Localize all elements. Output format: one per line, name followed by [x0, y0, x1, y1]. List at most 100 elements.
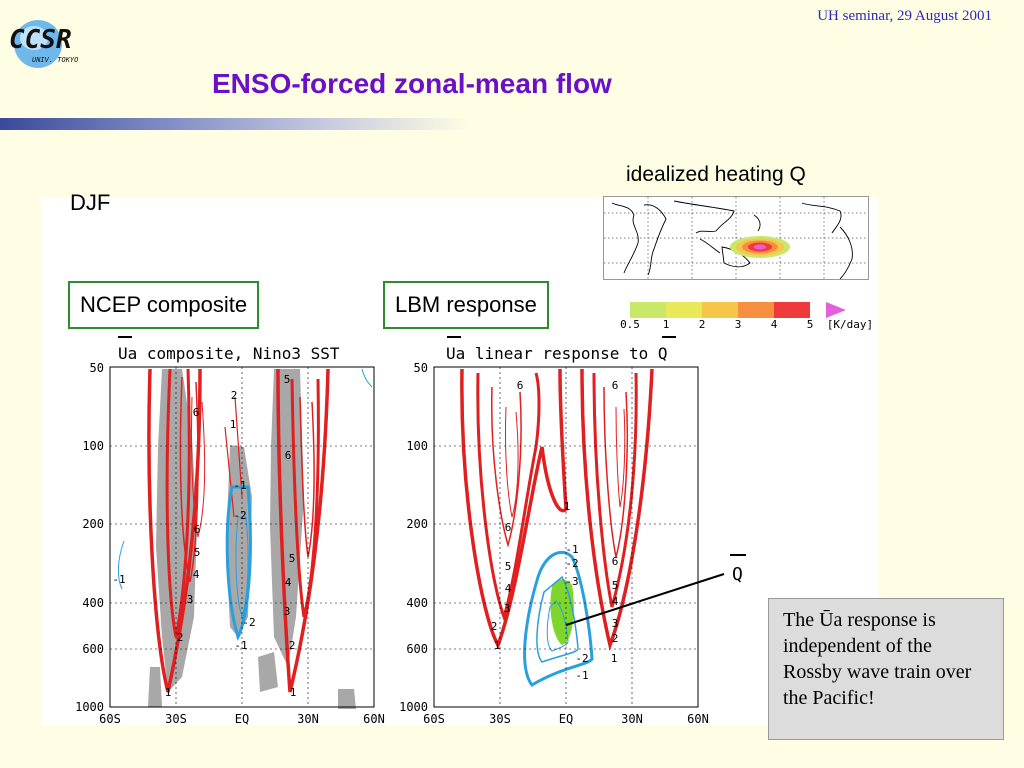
contour-label: 1 — [290, 686, 297, 699]
ccsr-logo: CCSR UNIV. TOKYO — [6, 10, 88, 70]
contour-label: -2 — [233, 509, 246, 522]
season-label: DJF — [70, 190, 111, 215]
svg-text:UNIV. TOKYO: UNIV. TOKYO — [32, 56, 78, 64]
header-note: UH seminar, 29 August 2001 — [817, 8, 992, 24]
contour-label: 5 — [284, 373, 291, 386]
contour-label: 1 — [165, 686, 172, 699]
colorbar-tick: 0.5 — [620, 318, 640, 331]
right-panel: Ua linear response to Q — [399, 336, 746, 726]
contour-label: 1 — [564, 500, 571, 513]
right-xtick: 60N — [687, 712, 709, 725]
contour-label: 5 — [194, 546, 201, 559]
left-xtick: 30S — [165, 712, 187, 725]
contour-label: -1 — [234, 639, 247, 652]
colorbar-unit: [K/day] — [827, 318, 873, 331]
right-xtick: 30N — [621, 712, 643, 725]
colorbar-tick: 5 — [807, 318, 814, 331]
contour-figure: Ua composite, Nino3 SST pressure — [18, 336, 746, 726]
right-ytick: 100 — [406, 439, 428, 453]
colorbar-tick: 2 — [699, 318, 706, 331]
colorbar-tick: 4 — [771, 318, 778, 331]
contour-label: -2 — [575, 652, 588, 665]
contour-label: 6 — [505, 521, 512, 534]
contour-label: 6 — [193, 406, 200, 419]
q-label: Q — [732, 564, 743, 585]
contour-label: 4 — [505, 582, 512, 595]
contour-label: 2 — [289, 639, 296, 652]
contour-label: -2 — [242, 616, 255, 629]
left-xtick: 60N — [363, 712, 385, 725]
contour-label: 5 — [289, 552, 296, 565]
right-ytick: 600 — [406, 642, 428, 656]
contour-label: 6 — [194, 523, 201, 536]
q-pointer-line — [565, 573, 725, 626]
left-ytick: 1000 — [75, 700, 104, 714]
right-ytick: 400 — [406, 596, 428, 610]
contour-label: 5 — [612, 579, 619, 592]
contour-label: 5 — [505, 560, 512, 573]
contour-label: -1 — [565, 543, 578, 556]
left-xtick: 30N — [297, 712, 319, 725]
right-ytick: 1000 — [399, 700, 428, 714]
left-xtick: 60S — [99, 712, 121, 725]
heating-map-title: idealized heating Q — [626, 163, 806, 186]
left-negative-contours — [117, 368, 373, 642]
contour-label: 4 — [285, 576, 292, 589]
right-xtick: EQ — [559, 712, 573, 725]
contour-label: 4 — [193, 568, 200, 581]
colorbar-tick: 3 — [735, 318, 742, 331]
contour-label: -3 — [565, 575, 578, 588]
contour-label: 2 — [177, 631, 184, 644]
contour-label: 3 — [187, 593, 194, 606]
right-panel-title: Ua linear response to Q — [446, 344, 668, 363]
colorbar-segment — [630, 302, 666, 318]
colorbar-segment — [738, 302, 774, 318]
right-ytick: 200 — [406, 517, 428, 531]
title-divider — [0, 118, 470, 130]
left-panel-title: Ua composite, Nino3 SST — [118, 344, 340, 363]
right-xtick: 30S — [489, 712, 511, 725]
colorbar-segment — [774, 302, 810, 318]
right-positive-contours — [460, 368, 654, 652]
contour-label: 6 — [517, 379, 524, 392]
left-gridlines — [110, 367, 374, 707]
contour-label: 3 — [612, 617, 619, 630]
left-ytick: 100 — [82, 439, 104, 453]
ncep-composite-label: NCEP composite — [68, 281, 260, 329]
contour-label: 4 — [612, 595, 619, 608]
contour-label: -1 — [112, 573, 125, 586]
left-ytick: 600 — [82, 642, 104, 656]
contour-label: 1 — [230, 418, 237, 431]
svg-text:CCSR: CCSR — [9, 25, 72, 55]
left-ytick: 200 — [82, 517, 104, 531]
left-ytick: 50 — [90, 361, 104, 375]
contour-label: -1 — [575, 669, 588, 682]
colorbar: 0.5 1 2 3 4 5 [K/day] — [620, 302, 873, 331]
coastlines — [611, 200, 853, 279]
contour-label: 6 — [612, 555, 619, 568]
contour-label: 3 — [504, 602, 511, 615]
left-xtick: EQ — [235, 712, 249, 725]
slide-title: ENSO-forced zonal-mean flow — [212, 68, 612, 99]
contour-label: -2 — [565, 557, 578, 570]
contour-label: 2 — [231, 389, 238, 402]
left-panel: Ua composite, Nino3 SST pressure — [18, 336, 385, 726]
colorbar-segment — [702, 302, 738, 318]
heating-map — [603, 196, 869, 280]
right-xtick: 60S — [423, 712, 445, 725]
contour-label: -1 — [233, 479, 246, 492]
contour-label: 3 — [284, 605, 291, 618]
contour-label: 1 — [494, 639, 501, 652]
explanation-note: The Ūa response is independent of the Ro… — [768, 598, 1004, 740]
left-positive-contours — [147, 368, 330, 693]
contour-label: 6 — [285, 449, 292, 462]
contour-label: 6 — [612, 379, 619, 392]
right-negative-contours — [523, 551, 594, 687]
right-ytick: 50 — [414, 361, 428, 375]
lbm-response-label: LBM response — [383, 281, 549, 329]
contour-label: 2 — [612, 632, 619, 645]
left-ytick: 400 — [82, 596, 104, 610]
contour-label: 1 — [611, 652, 618, 665]
colorbar-tick: 1 — [663, 318, 670, 331]
right-gridlines — [434, 367, 698, 707]
